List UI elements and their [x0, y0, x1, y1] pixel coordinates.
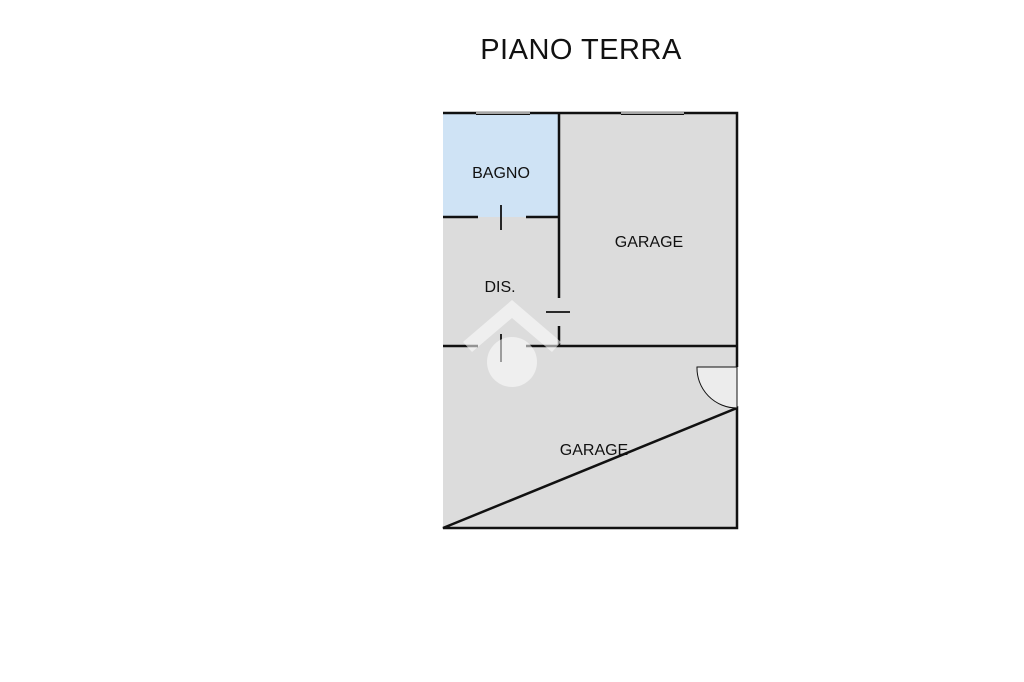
- entrance-door-swing: [696, 366, 738, 409]
- outer-walls: [442, 111, 739, 530]
- label-garage-upper: GARAGE: [615, 234, 683, 251]
- label-dis: DIS.: [484, 279, 515, 296]
- label-garage-lower: GARAGE: [560, 442, 628, 459]
- interior-walls: [443, 113, 737, 348]
- room-garage-lower: [443, 346, 737, 528]
- watermark-logo: [463, 300, 561, 387]
- label-bagno: BAGNO: [472, 165, 530, 182]
- room-garage-upper: [559, 113, 737, 346]
- room-bagno: [443, 113, 559, 217]
- floor-title: PIANO TERRA: [480, 34, 682, 66]
